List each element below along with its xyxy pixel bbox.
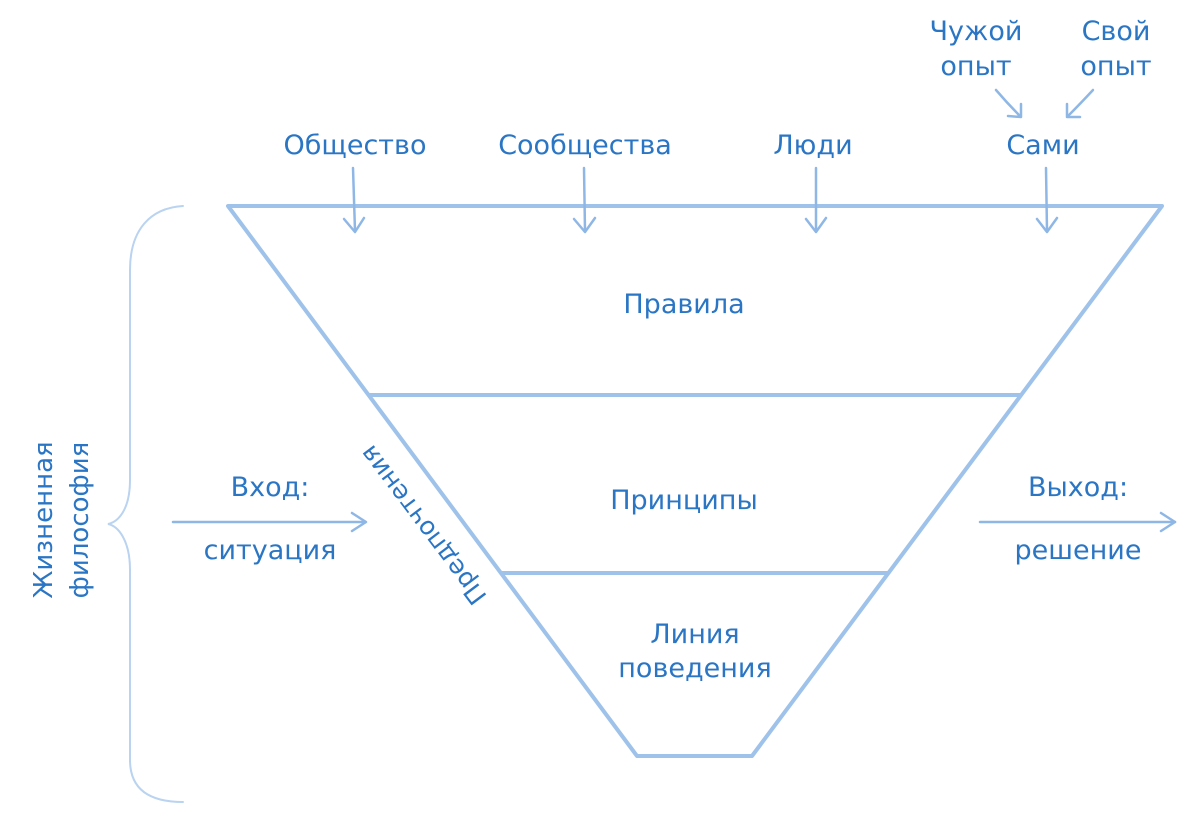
experience-chuzhoy-line2: опыт [940, 51, 1011, 82]
source-soobshchestva: Сообщества [498, 130, 672, 161]
level-pravila: Правила [623, 289, 744, 320]
experience-svoy-line1: Свой [1082, 16, 1151, 47]
input-arrow [171, 511, 368, 533]
experience-chuzhoy-line1: Чужой [930, 16, 1023, 47]
brace-label-line1: Жизненная [29, 441, 59, 598]
level-liniya-line2: поведения [618, 653, 771, 684]
curly-brace [107, 205, 184, 803]
output-arrow [978, 511, 1177, 533]
input-value: ситуация [204, 535, 337, 566]
level-liniya-line1: Линия [650, 619, 739, 650]
arrow-obshchestvo [342, 166, 366, 234]
arrow-sami [1035, 166, 1059, 234]
output-label: Выход: [1028, 472, 1128, 503]
arrow-soobshchestva [572, 166, 597, 234]
experience-svoy-line2: опыт [1080, 51, 1151, 82]
arrow-svoy-to-sami [1065, 88, 1095, 119]
output-value: решение [1015, 535, 1142, 566]
source-lyudi: Люди [773, 130, 852, 161]
level-printsipy: Принципы [610, 485, 758, 516]
arrow-chuzhoy-to-sami [994, 88, 1023, 119]
arrow-lyudi [804, 166, 828, 234]
source-obshchestvo: Общество [284, 130, 427, 161]
input-label: Вход: [231, 472, 310, 503]
brace-label-line2: философия [65, 442, 95, 599]
source-sami: Сами [1006, 130, 1079, 161]
